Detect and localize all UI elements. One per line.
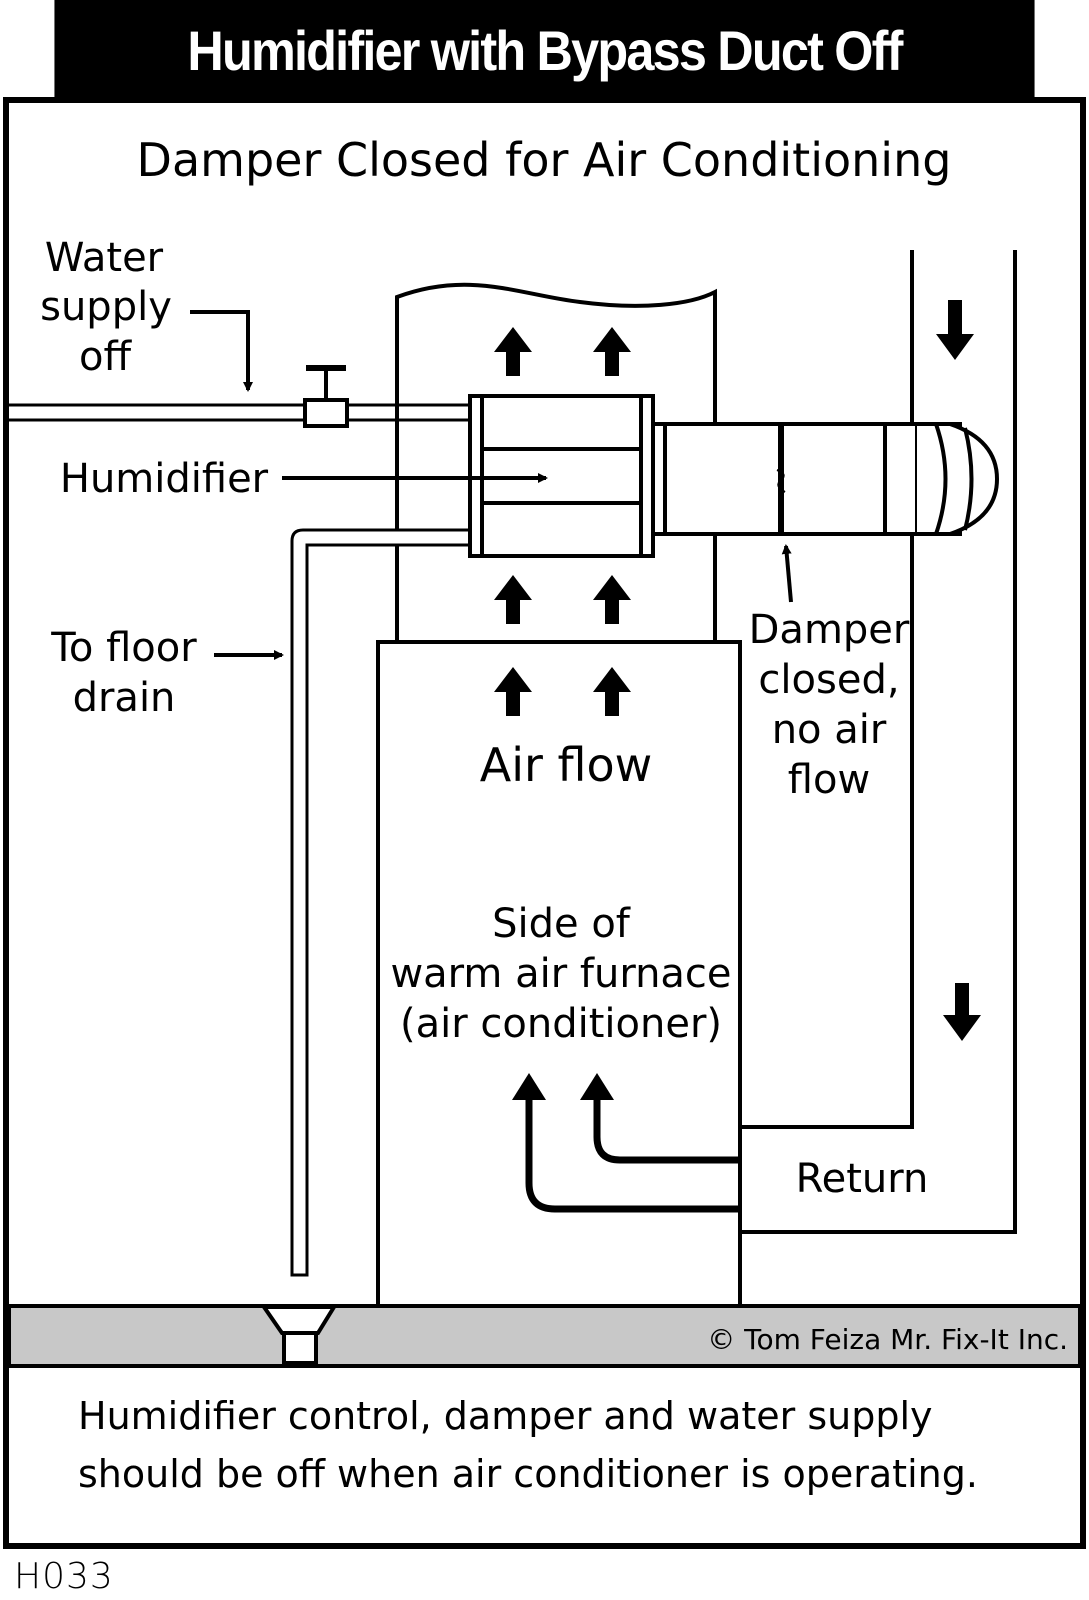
- supply-plenum: [395, 282, 717, 642]
- water-supply-label-3: off: [79, 334, 132, 380]
- caption-line-2: should be off when air conditioner is op…: [78, 1452, 978, 1496]
- humidifier-label: Humidifier: [60, 456, 269, 502]
- damper[interactable]: [776, 424, 786, 534]
- furnace-label-3: (air conditioner): [400, 1001, 722, 1047]
- document-code: H033: [14, 1556, 114, 1597]
- arrow-down-icon: [943, 983, 981, 1041]
- arrow-up-icon: [512, 1073, 546, 1100]
- floor-drain: [260, 1305, 338, 1365]
- air-flow-label: Air flow: [480, 738, 653, 792]
- arrow-up-icon: [593, 667, 631, 716]
- arrow-up-icon: [593, 327, 631, 376]
- floor-drain-label-2: drain: [73, 675, 176, 721]
- arrow-up-icon: [593, 575, 631, 624]
- drain-pipe: [290, 528, 470, 1277]
- copyright: © Tom Feiza Mr. Fix-It Inc.: [707, 1323, 1068, 1356]
- furnace-label-1: Side of: [492, 901, 631, 947]
- arrow-up-icon: [580, 1073, 614, 1100]
- air-flow-arrows: [494, 327, 631, 716]
- bypass-duct: [648, 422, 1000, 536]
- subtitle: Damper Closed for Air Conditioning: [137, 133, 952, 187]
- caption-line-1: Humidifier control, damper and water sup…: [78, 1394, 933, 1438]
- return-duct: [740, 250, 1017, 1234]
- water-supply-label-1: Water: [45, 235, 164, 281]
- arrow-up-icon: [494, 327, 532, 376]
- damper-label-3: no air: [772, 707, 887, 753]
- outer-frame: [3, 97, 1086, 1549]
- furnace-label-2: warm air furnace: [390, 951, 731, 997]
- return-label: Return: [796, 1156, 929, 1202]
- title-bar: Humidifier with Bypass Duct Off: [54, 0, 1035, 100]
- page-title: Humidifier with Bypass Duct Off: [187, 18, 903, 82]
- floor-drain-label-1: To floor: [50, 625, 197, 671]
- water-supply-pipe: [9, 403, 470, 422]
- damper-label-4: flow: [788, 757, 870, 803]
- damper-label-2: closed,: [758, 657, 899, 703]
- return-flow-arrows: [525, 1095, 738, 1213]
- return-down-arrows: [936, 300, 981, 1041]
- arrow-up-icon: [494, 667, 532, 716]
- water-supply-label-2: supply: [40, 284, 172, 330]
- arrow-down-icon: [936, 300, 974, 360]
- water-valve[interactable]: [303, 365, 349, 428]
- damper-label-1: Damper: [749, 607, 910, 653]
- arrow-up-icon: [494, 575, 532, 624]
- leader-lines: [190, 310, 793, 660]
- furnace: [376, 640, 742, 1308]
